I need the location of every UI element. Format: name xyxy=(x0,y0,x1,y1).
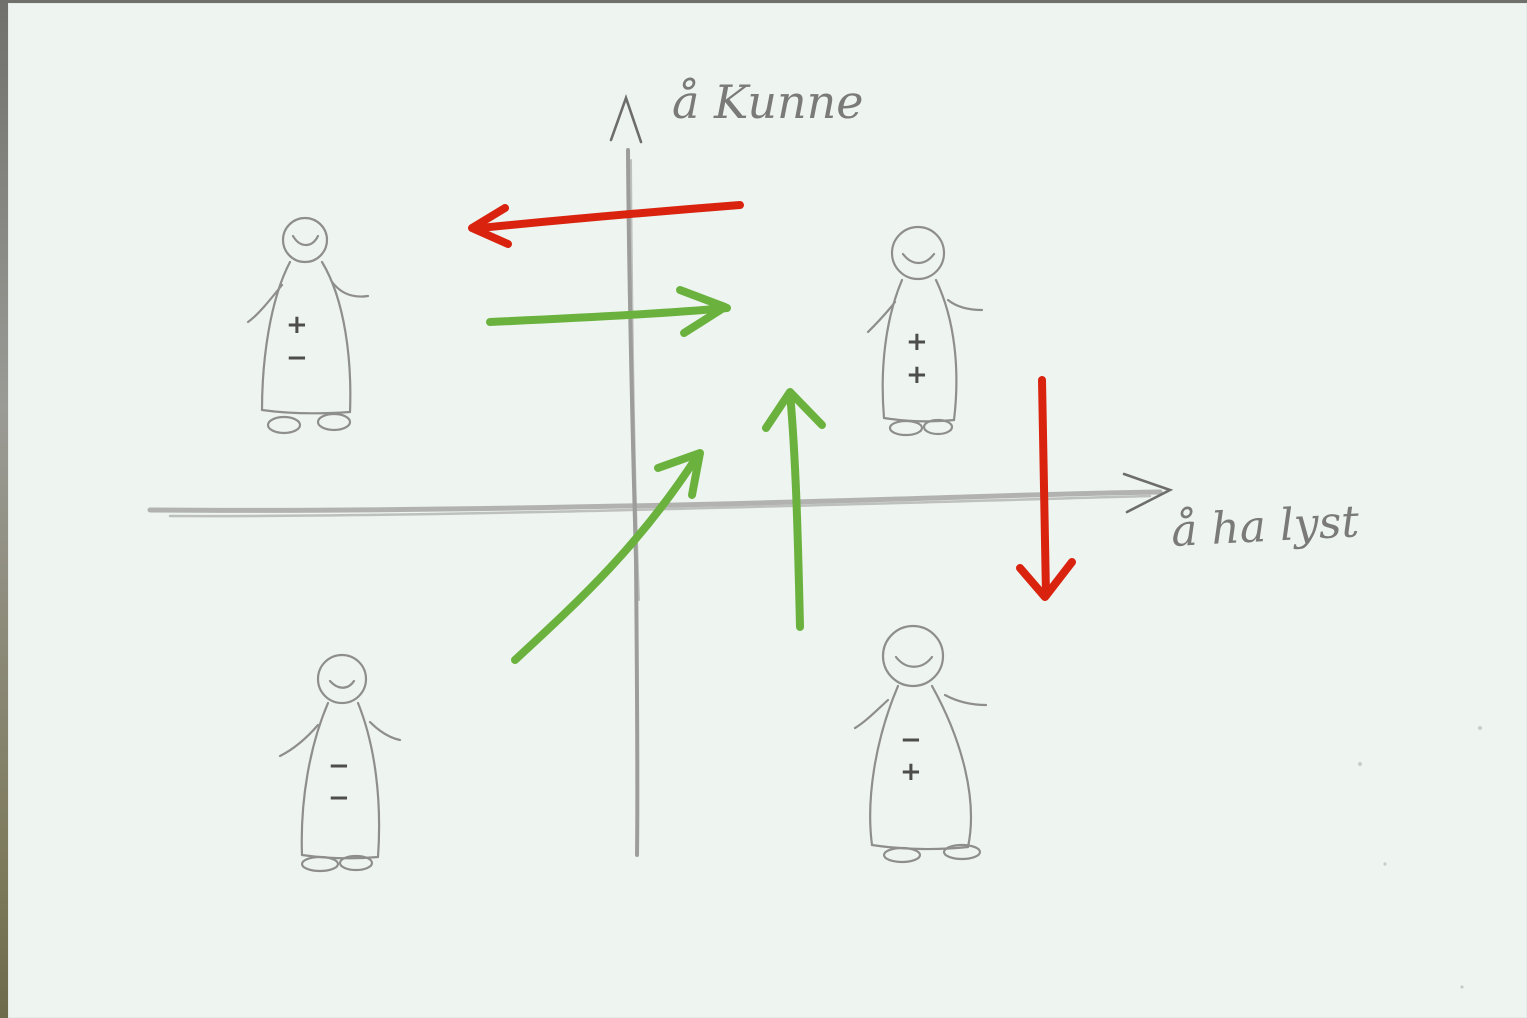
green-arrow-right xyxy=(486,286,731,337)
left-foot xyxy=(266,415,302,435)
right-foot xyxy=(942,843,982,861)
sign-2: + xyxy=(900,757,922,787)
body-right xyxy=(356,701,381,859)
body-bottom xyxy=(882,416,956,423)
left-arm xyxy=(278,723,320,758)
left-foot xyxy=(300,855,340,873)
sign-1: + xyxy=(906,327,928,357)
left-arm xyxy=(866,300,897,334)
green-arrow-diagonal xyxy=(511,449,704,664)
left-foot xyxy=(888,419,924,437)
body-left xyxy=(300,701,330,857)
body-right xyxy=(934,278,958,422)
horizontal-axis-arrowhead xyxy=(1122,472,1174,514)
figure-top-left: + − xyxy=(246,216,370,435)
sign-2: − xyxy=(286,343,308,373)
body-left xyxy=(869,684,900,847)
head xyxy=(881,624,945,688)
vertical-axis-line xyxy=(626,148,640,857)
vertical-axis-label: å Kunne xyxy=(672,75,864,129)
arrows xyxy=(468,201,1076,664)
paper-specks xyxy=(1358,726,1482,989)
axes: å Kunne å ha lyst xyxy=(147,75,1361,857)
body-bottom xyxy=(300,853,380,860)
head xyxy=(890,225,946,281)
sign-1: − xyxy=(328,751,350,781)
left-foot xyxy=(882,846,922,864)
figure-top-right: + + xyxy=(866,225,984,437)
vertical-axis-arrowhead xyxy=(609,94,643,144)
green-arrow-up xyxy=(762,388,826,631)
right-foot xyxy=(922,418,954,436)
left-arm xyxy=(853,698,890,730)
right-foot xyxy=(338,854,374,872)
smile xyxy=(901,252,936,265)
head xyxy=(316,653,368,705)
figure-bottom-left: − − xyxy=(278,653,402,873)
body-right xyxy=(930,684,973,849)
right-arm xyxy=(943,693,988,707)
sign-1: + xyxy=(286,310,308,340)
red-arrow-down xyxy=(1016,376,1076,601)
body-right xyxy=(320,260,352,414)
red-arrow-left xyxy=(468,201,744,248)
head xyxy=(281,216,329,264)
body-bottom xyxy=(260,408,352,415)
right-arm xyxy=(368,720,402,742)
smile xyxy=(291,234,320,247)
smile xyxy=(328,679,356,689)
right-arm xyxy=(330,280,370,298)
body-left xyxy=(881,278,904,420)
horizontal-axis-line-shade xyxy=(168,494,1152,518)
sign-2: − xyxy=(328,783,350,813)
vertical-axis-line-shade xyxy=(630,159,640,601)
figure-bottom-right: − + xyxy=(853,624,988,864)
right-arm xyxy=(946,298,984,312)
sign-1: − xyxy=(900,725,922,755)
left-arm xyxy=(246,283,284,324)
body-bottom xyxy=(870,843,970,851)
right-foot xyxy=(316,412,352,432)
body-left xyxy=(260,260,292,412)
smile xyxy=(894,655,934,668)
horizontal-axis-label: å ha lyst xyxy=(1170,496,1361,557)
sign-2: + xyxy=(906,360,928,390)
